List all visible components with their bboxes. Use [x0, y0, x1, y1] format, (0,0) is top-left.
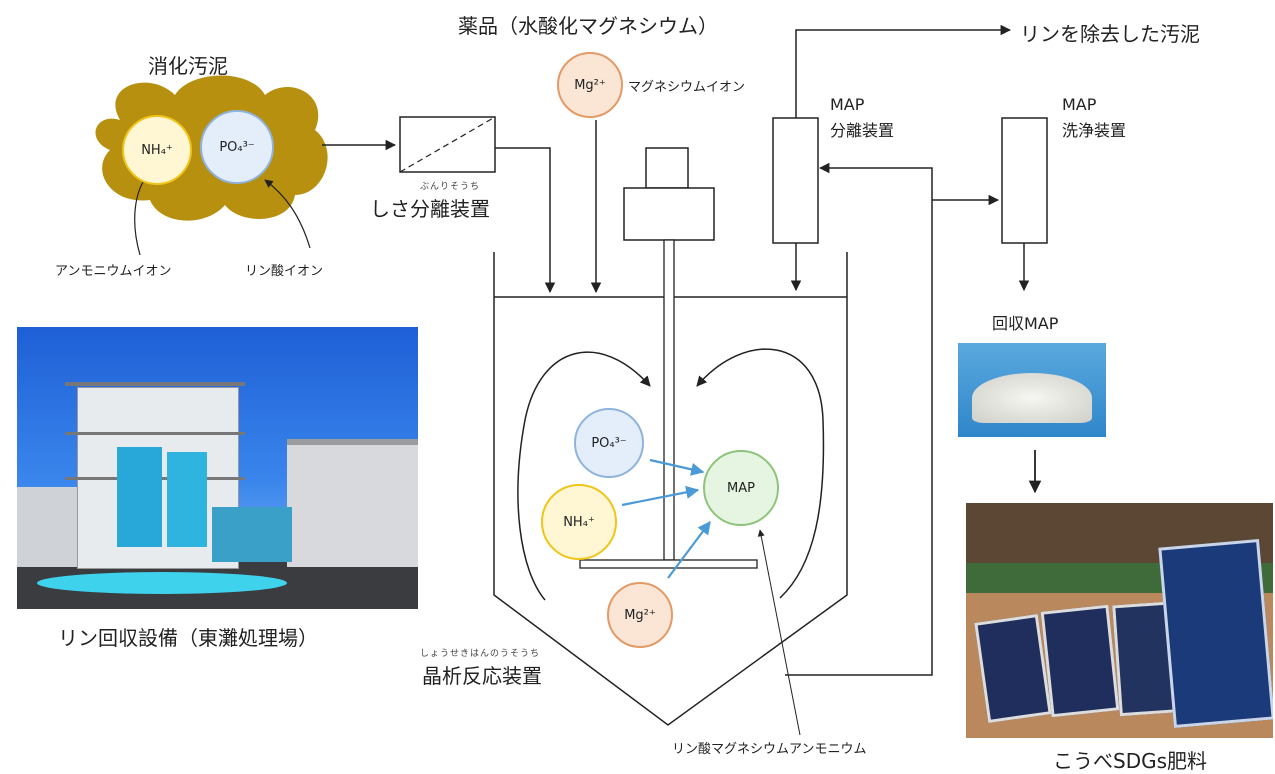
fertilizer-photo [966, 503, 1273, 738]
reactor-label: 晶析反応装置 [422, 664, 542, 688]
sludge-removed-label: リンを除去した汚泥 [1020, 22, 1200, 46]
chemical-label: 薬品（水酸化マグネシウム） [458, 14, 718, 38]
fertilizer-caption: こうべSDGs肥料 [1053, 749, 1208, 773]
po4-ion-sludge: PO₄³⁻ [200, 110, 274, 184]
mg-ion-feed: Mg²⁺ [557, 52, 623, 118]
map-washer-label: MAP 洗浄装置 [1062, 95, 1127, 140]
po4-ion-reactor: PO₄³⁻ [574, 408, 644, 478]
po4-label: PO₄³⁻ [219, 139, 255, 155]
nh4-ion-reactor: NH₄⁺ [541, 484, 617, 560]
facility-photo [17, 327, 418, 609]
stirrer [579, 147, 758, 569]
digested-sludge-label: 消化汚泥 [148, 54, 228, 78]
facility-caption: リン回収設備（東灘処理場） [58, 626, 318, 650]
map-label: MAP [727, 480, 755, 496]
po4-label: PO₄³⁻ [591, 435, 627, 451]
ammonium-ion-label: アンモニウムイオン [55, 264, 172, 279]
screen-separator-label: しさ分離装置 [370, 197, 490, 221]
reactor-furigana: しょうせきはんのうそうち [420, 649, 541, 659]
map-full-name-label: リン酸マグネシウムアンモニウム [672, 742, 867, 757]
map-crystal: MAP [703, 450, 779, 526]
screen-separator-furigana: ぶんりそうち [420, 182, 481, 192]
nh4-label: NH₄⁺ [563, 514, 595, 530]
map-separator-label: MAP 分離装置 [830, 95, 895, 140]
map-separator-box [772, 117, 819, 244]
mg-ion-label: マグネシウムイオン [628, 80, 746, 95]
mg-label: Mg²⁺ [574, 77, 606, 93]
nh4-label: NH₄⁺ [141, 142, 173, 158]
phosphate-ion-label: リン酸イオン [245, 264, 324, 279]
mg-label: Mg²⁺ [624, 607, 656, 623]
map-washer-box [1001, 117, 1048, 244]
nh4-ion-sludge: NH₄⁺ [122, 115, 192, 185]
recovered-map-label: 回収MAP [992, 314, 1059, 333]
mg-ion-reactor: Mg²⁺ [607, 582, 673, 648]
recovered-map-photo [958, 343, 1106, 437]
